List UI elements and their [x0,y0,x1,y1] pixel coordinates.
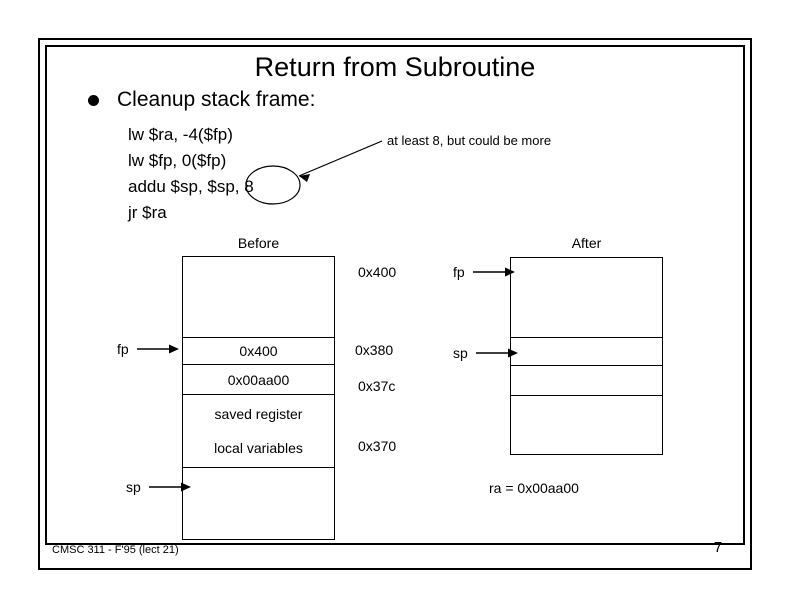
before-cell-1 [183,257,334,338]
after-cell-2 [511,338,662,366]
after-fp-label: fp [453,264,465,280]
code-line-1: lw $ra, -4($fp) [128,125,233,144]
before-fp-label: fp [117,341,129,357]
arrow-right-icon [475,348,518,358]
ra-register-note: ra = 0x00aa00 [489,480,579,496]
code-line-3: addu $sp, $sp, 8 [128,177,254,196]
address-label-0x400: 0x400 [358,264,397,280]
address-label-0x380: 0x380 [355,342,394,358]
address-label-0x370: 0x370 [358,438,397,454]
after-sp-label: sp [453,345,468,361]
after-stack-box [510,257,663,455]
annotation-label: at least 8, but could be more [387,133,552,148]
before-cell-4-text2: local variables [214,440,303,456]
after-fp-pointer: fp [453,263,517,281]
bullet-item-label: Cleanup stack frame: [117,88,316,111]
arrow-right-icon [472,267,515,277]
code-listing: lw $ra, -4($fp) lw $fp, 0($fp) addu $sp,… [128,122,254,226]
after-sp-pointer: sp [453,344,520,362]
before-cell-2-text: 0x400 [239,343,278,359]
page-number: 7 [713,539,723,556]
before-cell-4-text: saved register [214,406,303,422]
after-cell-3 [511,366,662,396]
arrow-head-icon [299,174,310,182]
bullet-item-cleanup: Cleanup stack frame: [88,88,315,112]
slide-frame-outer [38,38,752,570]
address-label-0x37c: 0x37c [358,378,396,394]
footer-course-label: CMSC 311 - F'95 (lect 21) [52,544,179,556]
before-cell-2: 0x400 [183,338,334,365]
page-title: Return from Subroutine [254,52,536,82]
before-fp-pointer: fp [117,340,181,358]
before-sp-pointer: sp [126,478,193,496]
before-caption: Before [237,235,280,251]
slide-frame-inner [45,45,745,545]
after-cell-1 [511,258,662,338]
before-stack-box: 0x400 0x00aa00 saved register local vari… [182,256,335,540]
before-cell-4: saved register local variables [183,395,334,468]
annotation-arrow-group [245,140,383,205]
before-cell-3: 0x00aa00 [183,365,334,395]
bullet-dot-icon [88,94,99,106]
after-caption: After [571,235,602,251]
code-line-2: lw $fp, 0($fp) [128,151,227,170]
arrow-right-icon [136,344,179,354]
arrow-left-down-icon [298,140,383,177]
after-cell-4 [511,396,662,454]
code-line-4: jr $ra [128,203,167,222]
ellipse-highlight-icon [245,165,301,205]
arrow-right-icon [148,482,191,492]
before-cell-3-text: 0x00aa00 [227,371,290,388]
before-cell-5 [183,468,334,539]
before-sp-label: sp [126,479,141,495]
